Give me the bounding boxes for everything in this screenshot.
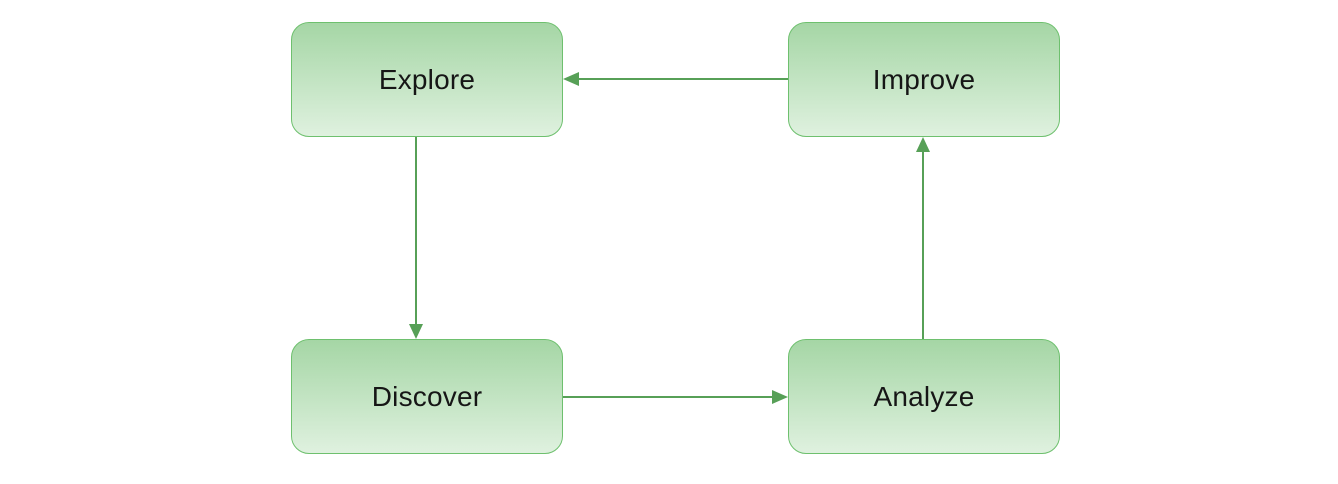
arrow-improve-to-explore [563, 72, 788, 86]
node-discover-label: Discover [371, 380, 483, 412]
node-improve: Improve [788, 22, 1060, 137]
node-analyze-label: Analyze [873, 380, 975, 412]
node-improve-label: Improve [872, 63, 976, 95]
node-explore-label: Explore [378, 63, 476, 95]
arrow-analyze-to-improve [916, 137, 930, 339]
arrow-discover-to-analyze [563, 390, 788, 404]
arrow-explore-to-discover [409, 137, 423, 339]
node-analyze: Analyze [788, 339, 1060, 454]
node-explore: Explore [291, 22, 563, 137]
node-discover: Discover [291, 339, 563, 454]
